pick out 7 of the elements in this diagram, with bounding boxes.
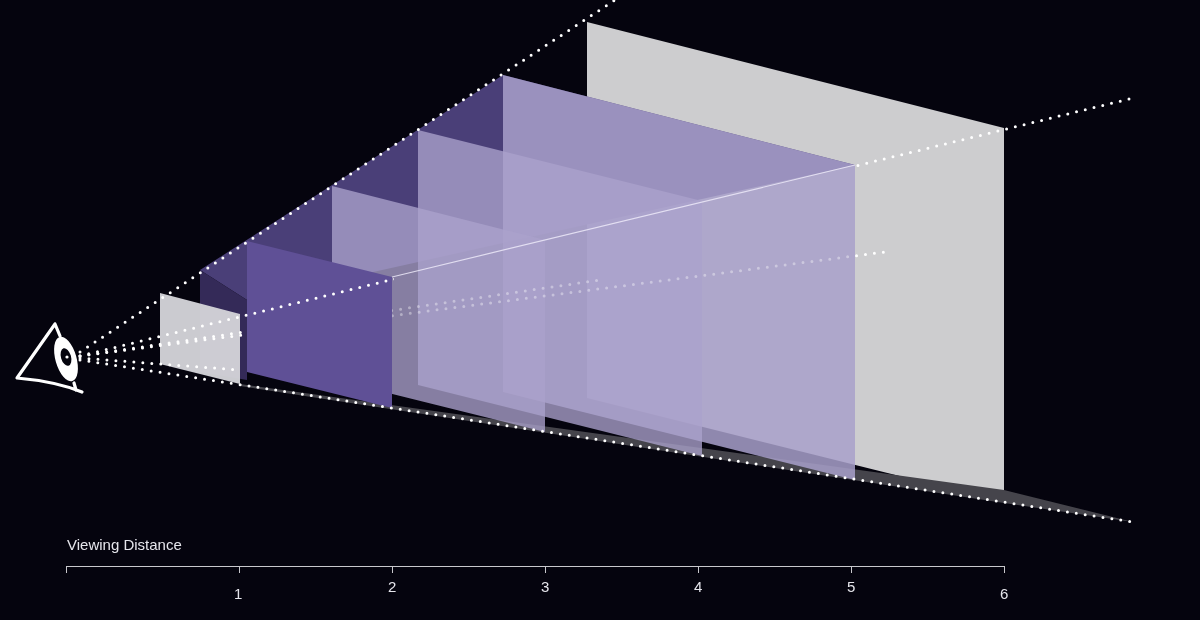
- tick-label: 1: [234, 585, 243, 603]
- axis-title: Viewing Distance: [67, 536, 182, 554]
- tick-label: 4: [694, 578, 703, 596]
- tick-label: 6: [1000, 585, 1009, 603]
- tick-label: 5: [847, 578, 856, 596]
- tick-label: 2: [388, 578, 397, 596]
- tick-label: 3: [541, 578, 550, 596]
